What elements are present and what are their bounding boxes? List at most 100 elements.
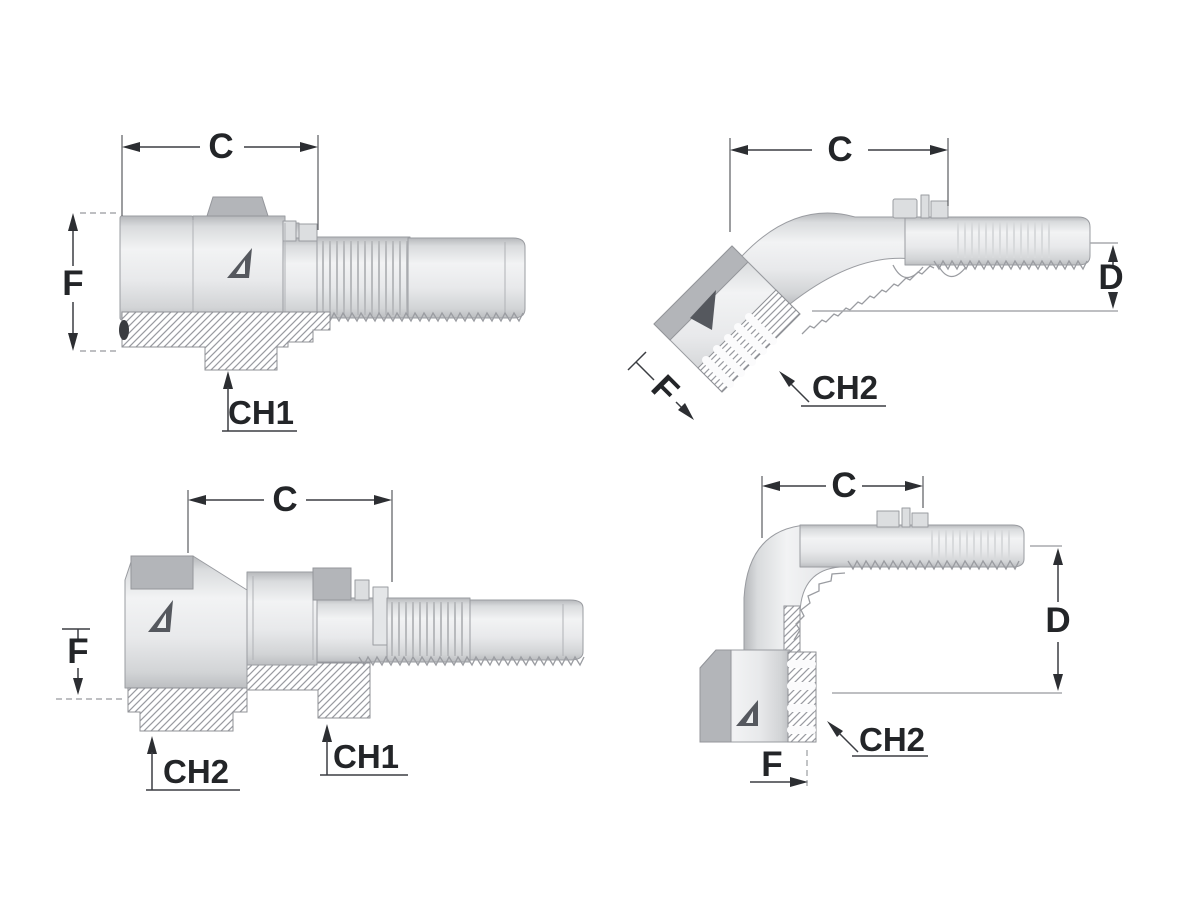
collar-tab [901,507,911,528]
dim-label-c: C [272,480,297,519]
arrow-left [122,142,140,152]
leader-line [838,732,928,757]
hose-grip-serration-diagonal [801,265,935,335]
nut-cap [130,555,194,590]
extension-lines [729,138,949,232]
leader-ch2: CH2 [827,721,928,758]
brand-logo-notch [746,711,753,723]
drawing-elbow-90: C D F CH2 [699,466,1071,788]
leader-ch2: CH2 [146,736,240,791]
shank-ribs [931,530,1010,560]
dim-f: F [750,745,808,788]
fitting-body [124,555,584,689]
dim-label-c: C [827,130,852,169]
leader-line [790,383,886,407]
reference-ticks [80,212,116,352]
collar-tab [892,198,918,219]
collar-cap [312,567,352,601]
arrow-diagonal [678,403,694,420]
leader-ch2: CH2 [779,369,886,407]
hose-grip-serration [358,655,585,667]
collar-tab [930,200,949,219]
collar-base [282,237,320,319]
brand-logo-icon [690,290,716,330]
label-ch1: CH1 [228,394,294,431]
drawing-elbow-45: C D F CH2 [627,130,1124,420]
arrow-up [68,213,78,231]
left-block [119,215,194,321]
hex-cap [206,196,269,217]
hose-tail-tube [904,216,1091,266]
dim-f: F [56,628,122,700]
dim-label-f: F [62,264,83,303]
label-ch2: CH2 [812,369,878,406]
collar-tab [372,586,389,646]
fitting-body [119,196,526,321]
stem [246,571,318,666]
arrow-right [790,777,808,787]
end-tick [627,351,647,371]
dim-f: F [62,212,116,352]
label-ch2: CH2 [859,721,925,758]
dim-label-d: D [1098,258,1123,297]
dim-c: C [187,480,393,582]
extension-lines [761,476,924,538]
shank-ribs [391,602,463,656]
arrow-up [322,724,332,742]
dim-label-f: F [644,368,687,411]
collar-tab [920,194,930,219]
dim-c: C [761,466,924,538]
collar-tab [876,510,900,528]
hose-tail-tube [469,599,584,661]
arrow-up [223,371,233,389]
arrow-left [762,481,780,491]
arrow-down [1053,674,1063,691]
dim-label-f: F [761,745,782,784]
hose-grip-serration [933,259,1088,271]
arrow-right [300,142,318,152]
extension-lines [187,490,393,582]
arrow-up [1108,245,1118,262]
hose-tail-tube [799,524,1025,568]
dim-label-c: C [831,466,856,505]
arrow-down [73,678,83,695]
brand-logo-icon [148,600,173,632]
shank-ribs [957,222,1050,258]
dim-label-d: D [1045,601,1070,640]
brand-logo-notch [236,260,245,274]
dim-d: D [832,545,1071,694]
thread-grooves [702,313,777,388]
dim-c: C [729,130,949,232]
leader-line [146,752,240,791]
dim-c: C [121,127,319,230]
leader-ch1: CH1 [222,371,297,432]
collar-tab [298,223,318,242]
arrow-up [1053,548,1063,565]
brand-logo-notch [157,613,166,628]
shank-ribs [322,241,408,315]
section-hatch [121,311,331,371]
section-hatch-nut [127,687,248,732]
facet-lines [192,220,286,317]
hose-grip-serration [847,559,1020,571]
brand-logo-icon [227,248,252,278]
arrow-right [930,145,948,155]
arrow-up [147,736,157,754]
thread-grooves [787,660,816,734]
arrow-down [68,333,78,351]
dim-label-c: C [208,127,233,166]
collar-tab [282,220,297,242]
arrow-left [188,495,206,505]
dim-label-f: F [67,632,88,671]
dim-d: D [812,242,1124,312]
seal-dot [119,320,129,340]
drawing-straight-male: C F CH1 [62,127,526,432]
section-hatch-leg [783,605,801,653]
collar-tab [911,512,929,528]
dim-f: F [627,351,694,420]
leader-line [320,740,408,776]
drawing-straight-female: C F CH2 CH1 [56,480,585,791]
arrow-right [374,495,392,505]
label-ch1: CH1 [333,738,399,775]
